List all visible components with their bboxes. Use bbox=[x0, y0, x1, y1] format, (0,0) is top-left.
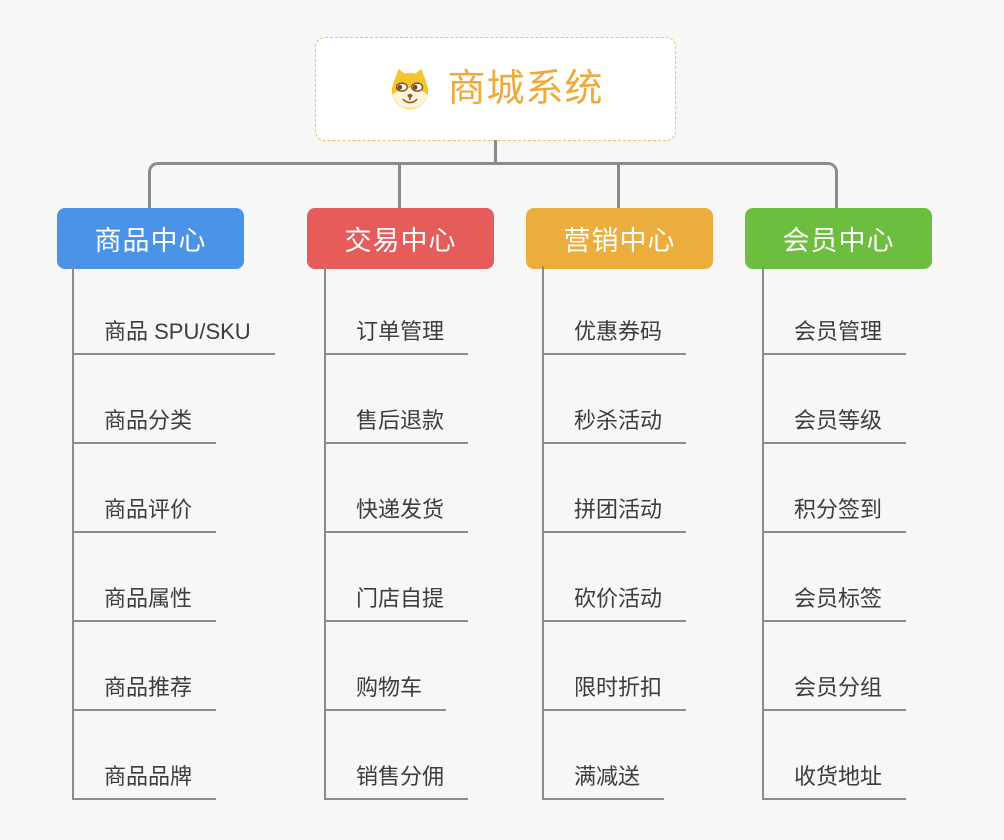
list-item[interactable]: 门店自提 bbox=[324, 533, 469, 622]
branch-product-center[interactable]: 商品中心 bbox=[57, 208, 244, 269]
branch-member-items: 会员管理 会员等级 积分签到 会员标签 会员分组 收货地址 bbox=[762, 266, 907, 800]
connector-drop-trade bbox=[398, 162, 401, 208]
list-item[interactable]: 商品评价 bbox=[72, 444, 217, 533]
list-item[interactable]: 售后退款 bbox=[324, 355, 469, 444]
list-item[interactable]: 会员标签 bbox=[762, 533, 907, 622]
branch-marketing-items: 优惠券码 秒杀活动 拼团活动 砍价活动 限时折扣 满减送 bbox=[542, 266, 687, 800]
list-item[interactable]: 满减送 bbox=[542, 711, 665, 800]
list-item[interactable]: 商品属性 bbox=[72, 533, 217, 622]
connector-drop-marketing bbox=[617, 162, 620, 208]
list-item[interactable]: 限时折扣 bbox=[542, 622, 687, 711]
list-item[interactable]: 会员管理 bbox=[762, 266, 907, 355]
branch-trade-center[interactable]: 交易中心 bbox=[307, 208, 494, 269]
list-item[interactable]: 商品品牌 bbox=[72, 711, 217, 800]
root-title: 商城系统 bbox=[447, 68, 604, 110]
branch-member-center[interactable]: 会员中心 bbox=[745, 208, 932, 269]
list-item[interactable]: 会员分组 bbox=[762, 622, 907, 711]
list-item[interactable]: 快递发货 bbox=[324, 444, 469, 533]
root-node[interactable]: 商城系统 bbox=[315, 37, 676, 141]
list-item[interactable]: 积分签到 bbox=[762, 444, 907, 533]
list-item[interactable]: 秒杀活动 bbox=[542, 355, 687, 444]
list-item[interactable]: 收货地址 bbox=[762, 711, 907, 800]
list-item[interactable]: 商品推荐 bbox=[72, 622, 217, 711]
connector-root-stem bbox=[494, 140, 497, 163]
branch-marketing-center[interactable]: 营销中心 bbox=[526, 208, 713, 269]
connector-bracket bbox=[148, 162, 838, 208]
list-item[interactable]: 销售分佣 bbox=[324, 711, 469, 800]
list-item[interactable]: 商品分类 bbox=[72, 355, 217, 444]
shiba-dog-icon bbox=[387, 67, 433, 111]
list-item[interactable]: 砍价活动 bbox=[542, 533, 687, 622]
list-item[interactable]: 拼团活动 bbox=[542, 444, 687, 533]
branch-product-items: 商品 SPU/SKU 商品分类 商品评价 商品属性 商品推荐 商品品牌 bbox=[72, 266, 275, 800]
branch-trade-items: 订单管理 售后退款 快递发货 门店自提 购物车 销售分佣 bbox=[324, 266, 469, 800]
list-item[interactable]: 商品 SPU/SKU bbox=[72, 266, 275, 355]
list-item[interactable]: 购物车 bbox=[324, 622, 447, 711]
list-item[interactable]: 会员等级 bbox=[762, 355, 907, 444]
list-item[interactable]: 优惠券码 bbox=[542, 266, 687, 355]
list-item[interactable]: 订单管理 bbox=[324, 266, 469, 355]
